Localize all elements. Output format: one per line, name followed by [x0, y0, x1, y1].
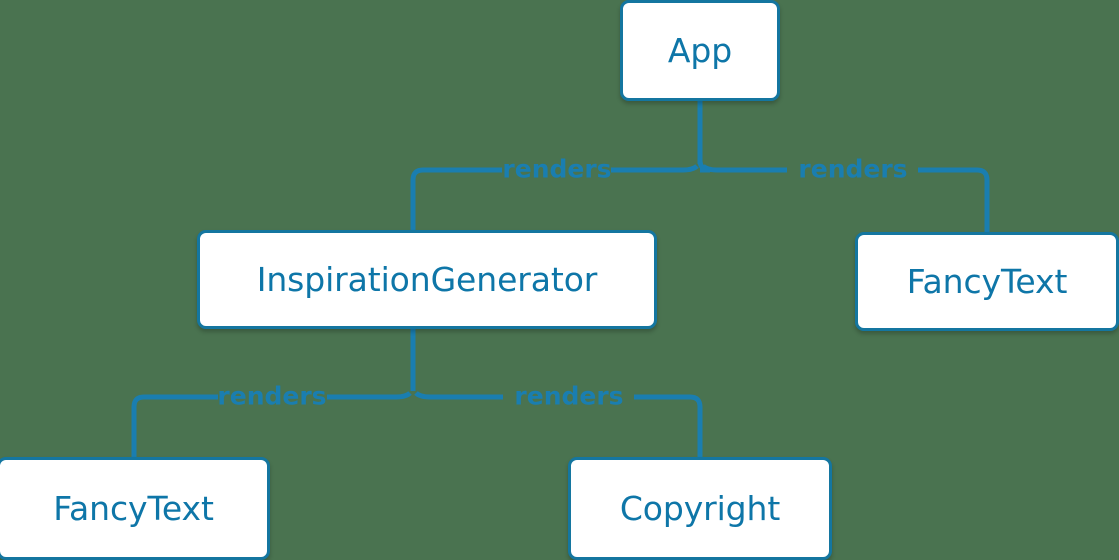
- node-copyright-label: Copyright: [619, 489, 781, 528]
- node-copyright[interactable]: Copyright: [568, 457, 832, 560]
- edge-inspgen-to-copyright-run: [634, 394, 703, 457]
- edge-label-app-to-fancytext: renders: [798, 154, 908, 184]
- edge-label-app-to-inspirationgenerator: renders: [502, 154, 612, 184]
- edge-app-to-inspirationgenerator-run: [410, 167, 502, 230]
- edge-app-to-inspirationgenerator-left: [611, 164, 699, 173]
- node-fancytext-bottom-label: FancyText: [53, 489, 214, 528]
- node-inspirationgenerator[interactable]: InspirationGenerator: [197, 230, 657, 329]
- edge-label-inspirationgenerator-to-copyright: renders: [514, 381, 624, 411]
- node-app[interactable]: App: [620, 0, 780, 101]
- node-fancytext-top[interactable]: FancyText: [855, 232, 1119, 331]
- edge-label-inspirationgenerator-to-fancytext: renders: [217, 381, 327, 411]
- edge-app-to-fancytext-run: [918, 167, 990, 232]
- edge-inspgen-to-copyright-right: [414, 391, 503, 400]
- node-fancytext-top-label: FancyText: [906, 262, 1068, 301]
- node-fancytext-bottom[interactable]: FancyText: [0, 457, 270, 560]
- edge-inspgen-to-fancytext-left: [327, 391, 412, 400]
- edge-app-to-fancytext-right: [701, 164, 787, 173]
- node-inspirationgenerator-label: InspirationGenerator: [256, 260, 598, 299]
- node-app-label: App: [667, 31, 733, 70]
- edge-inspgen-to-fancytext-run: [131, 394, 218, 457]
